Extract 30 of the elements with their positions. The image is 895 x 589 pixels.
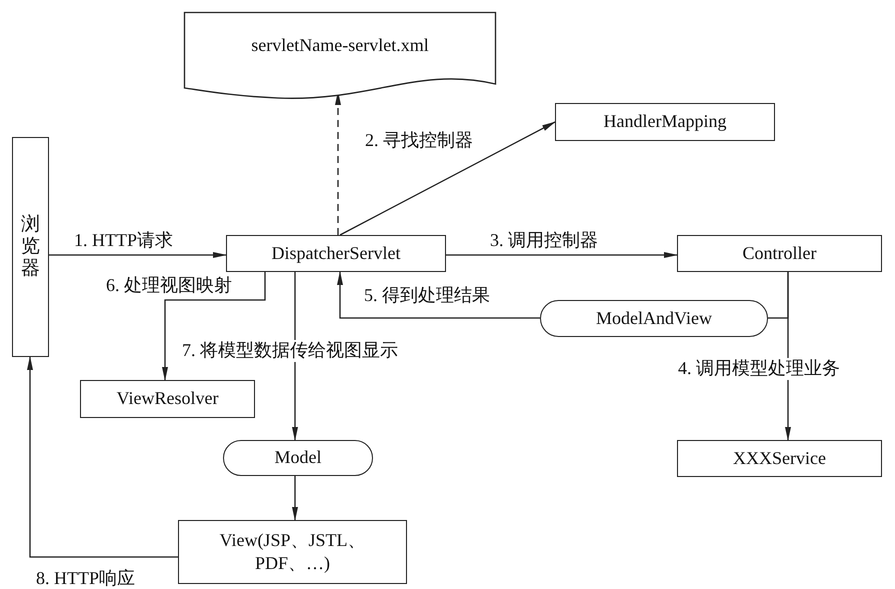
browser-box: [12, 137, 49, 357]
process-box: [555, 103, 775, 141]
process-box: [178, 520, 407, 584]
process-box: [226, 235, 446, 272]
node-label: Model: [274, 446, 322, 470]
process-box: [677, 235, 882, 272]
node-label: XXXService: [732, 446, 827, 470]
arrow: [27, 356, 178, 558]
node-label: DispatcherServlet: [270, 242, 402, 265]
arrow: [340, 121, 556, 236]
arrow: [162, 272, 266, 381]
arrow: [446, 252, 678, 258]
process-box: [80, 380, 255, 418]
node-label: HandlerMapping: [602, 110, 728, 134]
terminal-pill: [223, 440, 373, 476]
arrow: [292, 476, 298, 521]
edge-label: 4. 调用模型处理业务: [676, 358, 842, 380]
edge-label: 8. HTTP响应: [34, 568, 137, 589]
terminal-pill: [540, 300, 768, 337]
node-label: ModelAndView: [595, 306, 713, 330]
process-box: [677, 440, 882, 477]
document-shape: [184, 12, 496, 100]
node-label: View(JSP、JSTL、PDF、…): [218, 528, 366, 575]
node-label: Controller: [742, 242, 818, 265]
node-label: ViewResolver: [116, 387, 220, 410]
edge-label: 7. 将模型数据传给视图显示: [180, 340, 400, 362]
arrow: [49, 252, 227, 258]
node-label: servletName-servlet.xml: [250, 34, 430, 57]
arrow: [337, 271, 540, 319]
node-label: 浏览器: [21, 214, 40, 280]
